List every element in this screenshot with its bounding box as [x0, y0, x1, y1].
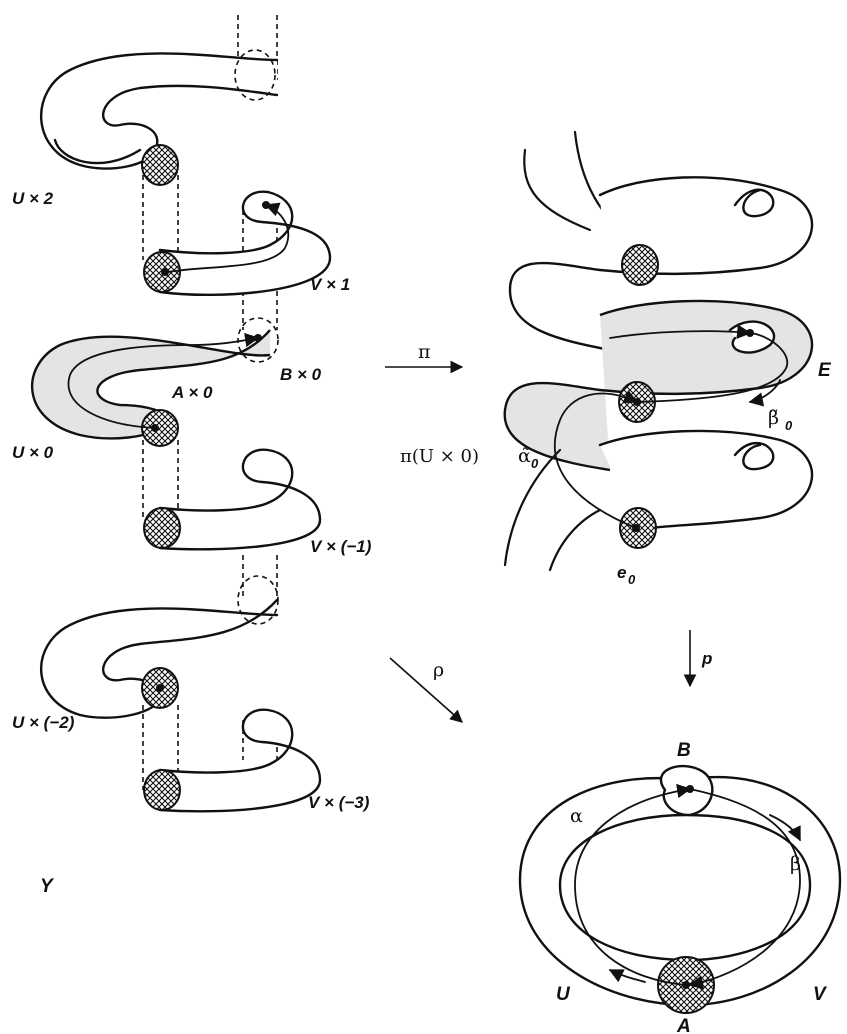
label-b-times-0: B × 0 — [280, 365, 322, 384]
label-e0: e — [617, 563, 626, 582]
base-space-x: B α β U V A — [520, 740, 840, 1034]
label-v-times-1: V × 1 — [310, 275, 350, 294]
label-space-e: E — [818, 360, 832, 381]
helix-disk-1 — [622, 245, 658, 285]
label-base-beta: β — [790, 853, 801, 875]
helix-space-e: E β̃ 0 π(U × 0) α̃ 0 e 0 — [400, 132, 832, 587]
label-pi-u-times-0: π(U × 0) — [400, 446, 479, 467]
label-beta0-subscript: 0 — [785, 418, 793, 433]
label-base-b: B — [677, 740, 691, 761]
tube-v-times-minus-1 — [144, 450, 320, 550]
label-map-p: p — [701, 649, 712, 668]
label-alpha0-subscript: 0 — [531, 456, 539, 471]
label-map-rho: ρ — [433, 659, 444, 681]
hatched-disk-u2 — [142, 145, 178, 185]
hatched-disk-vm1 — [144, 508, 180, 548]
tube-u-times-0 — [32, 318, 278, 446]
label-e0-subscript: 0 — [628, 572, 636, 587]
label-beta0: β̃ — [768, 407, 779, 429]
tube-u-times-minus-2 — [41, 576, 278, 718]
label-a-times-0: A × 0 — [171, 383, 213, 402]
map-pi: π — [385, 341, 462, 367]
label-base-v: V — [813, 984, 827, 1005]
hatched-disk-vm3 — [144, 770, 180, 810]
space-y-column: U × 2 V × 1 B × 0 A × 0 U × 0 V × (−1) U… — [12, 15, 372, 897]
tube-v-times-1 — [144, 192, 330, 295]
label-base-u: U — [556, 984, 571, 1005]
label-u-times-0: U × 0 — [12, 443, 54, 462]
map-p: p — [690, 630, 712, 686]
label-base-alpha: α — [570, 805, 583, 827]
label-map-pi: π — [418, 341, 431, 363]
label-u-times-2: U × 2 — [12, 189, 54, 208]
label-v-times-minus-3: V × (−3) — [308, 793, 370, 812]
label-base-a: A — [676, 1016, 691, 1034]
label-u-times-minus-2: U × (−2) — [12, 713, 75, 732]
tube-v-times-minus-3 — [144, 710, 320, 812]
label-v-times-minus-1: V × (−1) — [310, 537, 372, 556]
label-space-y: Y — [40, 876, 55, 897]
label-alpha0: α̃ — [518, 445, 531, 467]
tube-u-times-2 — [41, 50, 277, 185]
map-rho: ρ — [390, 658, 462, 722]
